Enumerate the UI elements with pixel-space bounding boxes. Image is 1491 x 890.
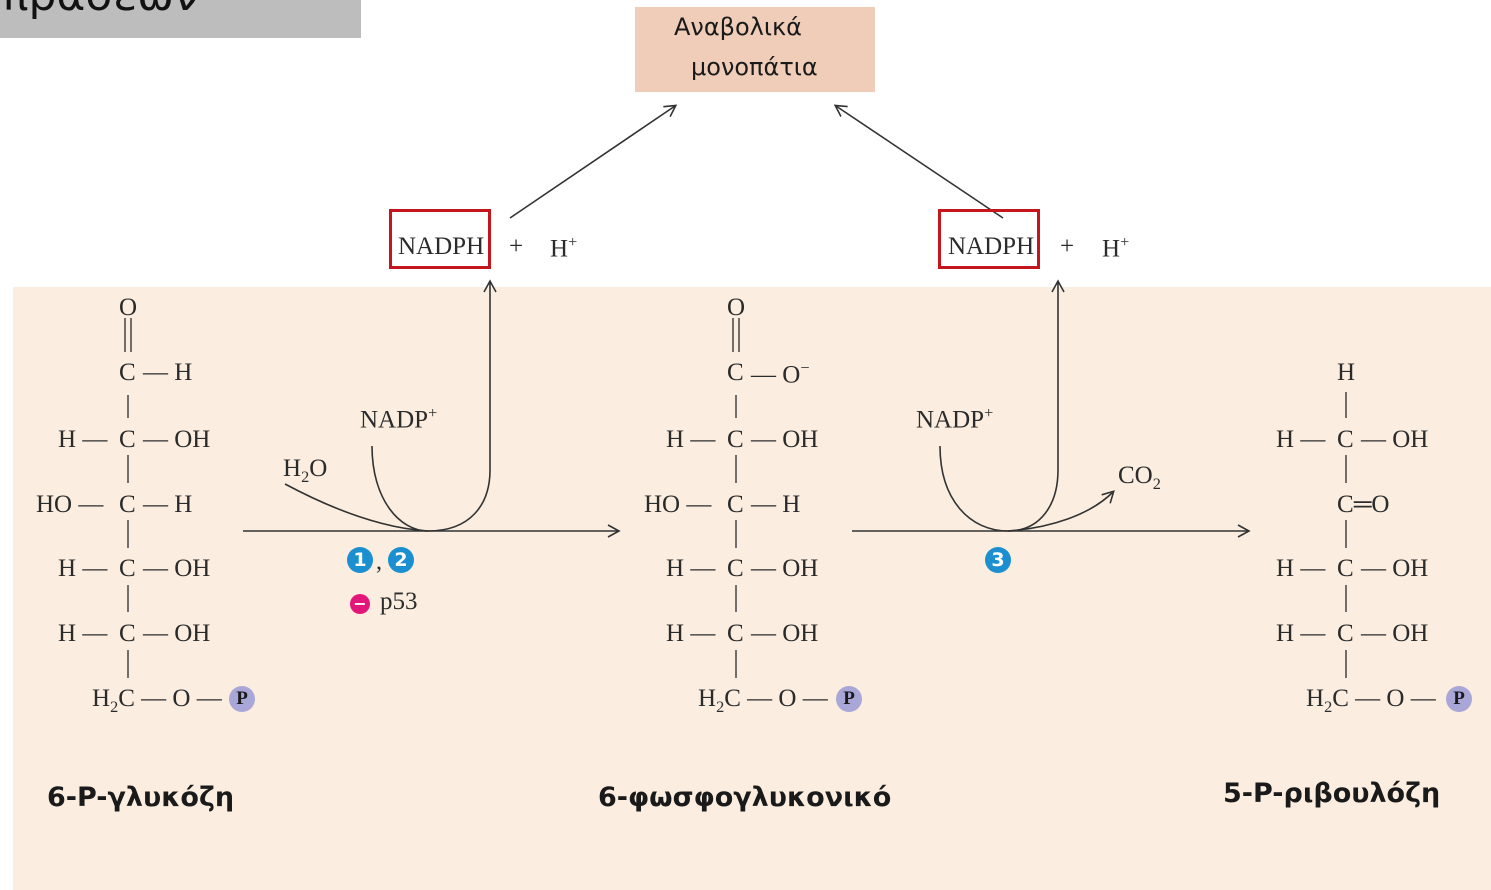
water-reactant: H2O	[283, 455, 328, 486]
nadp-to-nadph-curve-1	[371, 279, 497, 532]
g6p-c3: C	[119, 491, 136, 518]
enzyme-separator: ,	[376, 549, 382, 575]
r5p-c5: H2C — O —	[1306, 685, 1436, 716]
p53-inhibitor: p53	[380, 588, 418, 615]
g6p-carbonyl-o: O	[119, 294, 138, 321]
g6p-phosphate-icon: P	[229, 686, 255, 712]
nadph-highlight-left	[389, 209, 491, 269]
pg6-c5-oh: — OH	[751, 620, 819, 647]
water-curve	[284, 483, 429, 532]
inhibitor-badge: −	[350, 594, 370, 614]
enzyme-badge-3: 3	[985, 547, 1011, 573]
reaction-panel	[13, 287, 1491, 890]
r5p-c3-oh: — OH	[1361, 555, 1429, 582]
g6p-c2-oh: — OH	[143, 426, 211, 453]
arrow-to-anabolic-right	[833, 104, 1004, 219]
g6p-c5-h: H —	[58, 620, 108, 647]
nadph-highlight-right	[938, 209, 1040, 269]
pg6-c4-oh: — OH	[751, 555, 819, 582]
enzyme-badge-2: 2	[388, 547, 414, 573]
pg6-c2-h: H —	[666, 426, 716, 453]
r5p-c3-h: H —	[1276, 555, 1326, 582]
plus-right: +	[1060, 233, 1075, 260]
pg6-c3: C	[727, 491, 744, 518]
r5p-c4-h: H —	[1276, 620, 1326, 647]
pg6-c6: H2C — O —	[698, 685, 828, 716]
compound-name-gluconate6p: 6-φωσφογλυκονικό	[598, 782, 892, 813]
r5p-c4: C	[1337, 620, 1354, 647]
pg6-c4: C	[727, 555, 744, 582]
pg6-c2: C	[727, 426, 744, 453]
nadph-left: NADPH	[398, 233, 485, 260]
g6p-c5: C	[119, 620, 136, 647]
plus-left: +	[509, 233, 524, 260]
pg6-c1: C	[727, 359, 744, 386]
r5p-c1-oh: — OH	[1361, 426, 1429, 453]
pg6-carboxylate: — O−	[751, 359, 810, 389]
nadp-reactant-1: NADP+	[360, 404, 438, 434]
g6p-c3-h: — H	[143, 491, 193, 518]
proton-right: H+	[1102, 233, 1130, 263]
anabolic-pathways-box: Αναβολικά μονοπάτια	[635, 7, 875, 92]
g6p-c6: H2C — O —	[92, 685, 222, 716]
compound-name-glucose6p: 6-P-γλυκόζη	[47, 782, 235, 813]
g6p-c2: C	[119, 426, 136, 453]
pg6-c5: C	[727, 620, 744, 647]
compound-name-ribulose5p: 5-P-ριβουλόζη	[1223, 778, 1441, 809]
r5p-c3: C	[1337, 555, 1354, 582]
g6p-c4-h: H —	[58, 555, 108, 582]
nadph-right: NADPH	[948, 233, 1035, 260]
g6p-c1-h: — H	[143, 359, 193, 386]
r5p-c1: C	[1337, 426, 1354, 453]
r5p-c1-hleft: H —	[1276, 426, 1326, 453]
enzyme-badge-1: 1	[347, 547, 373, 573]
r5p-c1-h: H	[1337, 359, 1356, 386]
pg6-carbonyl-o: O	[727, 294, 746, 321]
r5p-c2: C═O	[1337, 491, 1390, 518]
g6p-c5-oh: — OH	[143, 620, 211, 647]
pg6-c3-ho: HO —	[644, 491, 712, 518]
anabolic-label-line2: μονοπάτια	[691, 53, 818, 81]
r5p-c4-oh: — OH	[1361, 620, 1429, 647]
pg6-c4-h: H —	[666, 555, 716, 582]
g6p-c2-h: H —	[58, 426, 108, 453]
nadp-to-nadph-curve-2	[939, 279, 1065, 532]
g6p-c4: C	[119, 555, 136, 582]
co2-curve	[1007, 490, 1115, 532]
pg6-phosphate-icon: P	[836, 686, 862, 712]
g6p-c3-ho: HO —	[36, 491, 104, 518]
header-fragment: πράσεων	[0, 0, 361, 38]
co2-product: CO2	[1118, 462, 1161, 493]
nadp-reactant-2: NADP+	[916, 404, 994, 434]
g6p-c1: C	[119, 359, 136, 386]
anabolic-label-line1: Αναβολικά	[674, 13, 802, 41]
r5p-phosphate-icon: P	[1446, 686, 1472, 712]
arrow-to-anabolic-left	[509, 104, 678, 219]
pg6-c3-h: — H	[751, 491, 801, 518]
g6p-c4-oh: — OH	[143, 555, 211, 582]
pg6-c5-h: H —	[666, 620, 716, 647]
proton-left: H+	[550, 233, 578, 263]
pg6-c2-oh: — OH	[751, 426, 819, 453]
